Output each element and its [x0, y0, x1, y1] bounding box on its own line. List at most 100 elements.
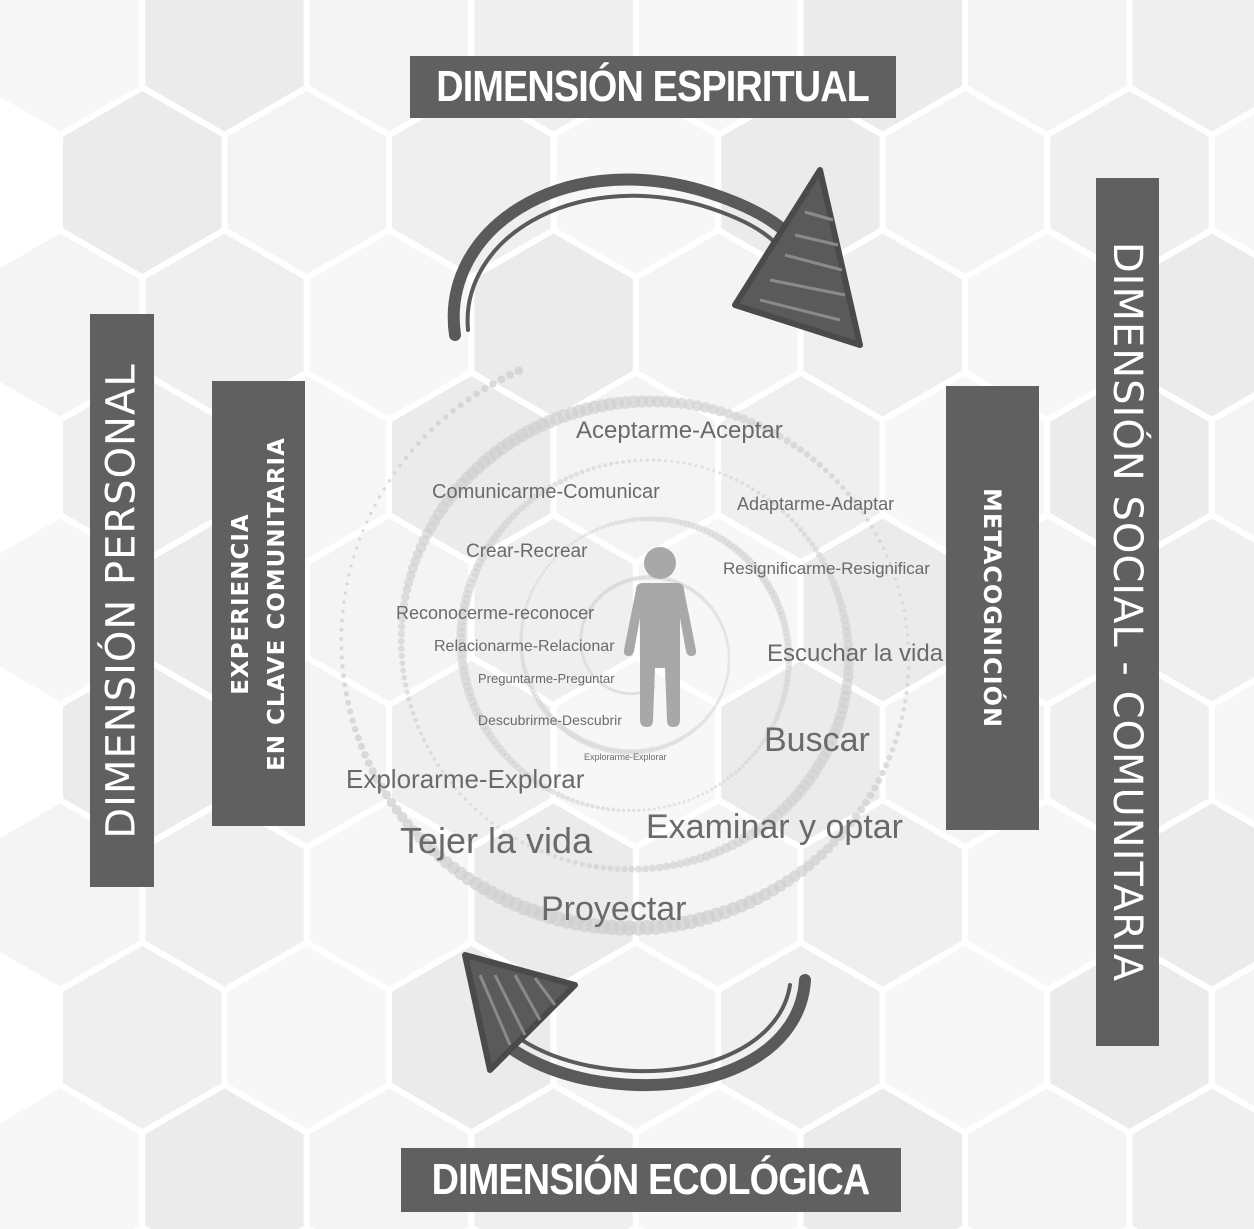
- swirl-dot: [701, 719, 706, 724]
- metacognition-box: METACOGNICIÓN: [946, 386, 1039, 830]
- dimension-social-box: DIMENSIÓN SOCIAL - COMUNITARIA: [1096, 178, 1159, 1046]
- swirl-dot: [397, 630, 405, 638]
- swirl-dot: [565, 795, 571, 802]
- swirl-dot: [537, 490, 544, 497]
- swirl-dot: [638, 516, 644, 522]
- swirl-dot: [606, 523, 611, 528]
- swirl-dot: [591, 601, 596, 606]
- swirl-dot: [413, 717, 418, 723]
- swirl-dot: [711, 708, 715, 712]
- swirl-dot: [527, 681, 533, 687]
- swirl-dot: [621, 460, 625, 464]
- swirl-dot: [741, 763, 745, 768]
- swirl-dot: [579, 635, 583, 639]
- swirl-dot: [598, 680, 602, 684]
- swirl-dot: [727, 662, 731, 666]
- person-icon: [623, 547, 697, 727]
- swirl-dot: [550, 716, 557, 723]
- swirl-dot: [822, 562, 829, 570]
- swirl-dot: [776, 432, 784, 441]
- swirl-dot: [521, 661, 526, 667]
- swirl-dot: [754, 421, 763, 430]
- swirl-dot: [724, 679, 728, 683]
- swirl-dot: [886, 754, 893, 761]
- swirl-dot: [523, 607, 528, 611]
- swirl-dot: [664, 459, 668, 463]
- swirl-dot: [542, 487, 549, 494]
- swirl-dot: [717, 698, 721, 702]
- swirl-dot: [619, 691, 623, 695]
- swirl-dot: [519, 639, 524, 645]
- swirl-dot: [655, 863, 664, 872]
- swirl-dot: [603, 463, 608, 468]
- swirl-dot: [408, 703, 414, 709]
- swirl-dot: [398, 463, 403, 468]
- swirl-dot: [687, 798, 691, 802]
- word-resignificarme: Resignificarme-Resignificar: [723, 559, 930, 578]
- swirl-dot: [410, 710, 416, 716]
- swirl-dot: [901, 707, 906, 712]
- swirl-dot: [579, 642, 583, 646]
- swirl-dot: [339, 646, 344, 651]
- swirl-dot: [519, 650, 524, 656]
- swirl-dot: [721, 627, 726, 632]
- swirl-dot: [610, 584, 615, 590]
- swirl-dot: [581, 621, 585, 626]
- swirl-dot: [679, 519, 687, 527]
- swirl-dot: [675, 518, 682, 526]
- swirl-dot: [582, 656, 585, 660]
- swirl-dot: [609, 687, 613, 691]
- swirl-dot: [677, 801, 681, 805]
- swirl-dot: [542, 569, 546, 573]
- swirl-dot: [665, 742, 670, 748]
- swirl-dot: [508, 833, 512, 837]
- swirl-dot: [339, 637, 344, 641]
- swirl-dot: [635, 691, 639, 695]
- swirl-dot: [673, 738, 679, 744]
- swirl-dot: [727, 657, 731, 661]
- dimension-ecological-label: DIMENSIÓN ECOLÓGICA: [432, 1155, 871, 1204]
- swirl-dot: [606, 686, 610, 690]
- swirl-dot: [667, 804, 671, 808]
- swirl-dot: [726, 776, 730, 781]
- swirl-dot: [726, 646, 730, 650]
- swirl-dot: [343, 691, 349, 697]
- swirl-dot: [885, 554, 889, 558]
- swirl-dot: [579, 469, 585, 475]
- swirl-dot: [340, 664, 345, 669]
- swirl-dot: [798, 526, 804, 533]
- swirl-dot: [707, 602, 711, 607]
- swirl-dot: [580, 801, 585, 806]
- swirl-dot: [725, 638, 729, 642]
- swirl-dot: [767, 729, 772, 735]
- swirl-dot: [560, 725, 567, 732]
- swirl-dot: [856, 504, 861, 509]
- word-comunicarme: Comunicarme-Comunicar: [432, 481, 660, 503]
- swirl-dot: [861, 510, 866, 516]
- swirl-dot: [657, 458, 662, 462]
- swirl-dot: [402, 818, 414, 830]
- swirl-dot: [622, 579, 628, 584]
- swirl-dot: [378, 495, 382, 499]
- swirl-dot: [391, 804, 402, 815]
- swirl-dot: [399, 660, 406, 667]
- swirl-dot: [527, 497, 534, 504]
- swirl-dot: [457, 402, 464, 408]
- swirl-dot: [519, 632, 524, 637]
- word-aceptarme: Aceptarme-Aceptar: [576, 417, 783, 444]
- swirl-dot: [580, 651, 584, 655]
- swirl-dot: [341, 673, 346, 679]
- swirl-dot: [568, 731, 576, 738]
- swirl-dot: [561, 549, 565, 553]
- swirl-dot: [392, 471, 397, 475]
- swirl-dot: [712, 469, 716, 473]
- swirl-dot: [586, 862, 593, 869]
- swirl-dot: [646, 516, 652, 522]
- swirl-dot: [779, 698, 786, 705]
- experience-box: EXPERIENCIA EN CLAVE COMUNITARIA: [212, 381, 305, 826]
- swirl-dot: [691, 400, 703, 412]
- swirl-dot: [631, 692, 635, 696]
- swirl-dot: [545, 786, 552, 793]
- swirl-dot: [352, 725, 359, 733]
